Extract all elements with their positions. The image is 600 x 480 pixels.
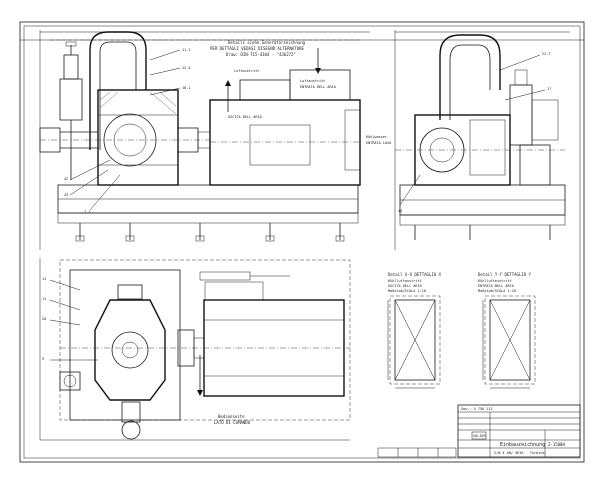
title-block-title: Einbauzeichnung xyxy=(500,442,545,448)
detail-x-scale: Maßstab/SCALA 1:10 xyxy=(388,289,426,293)
title-block: Gew.: 4 756 112 SULZER Einbauzeichnung Z… xyxy=(457,404,581,458)
note-line-2: PER DETTAGLI VEDASI DISEGNO ALTERNATORE xyxy=(210,46,305,51)
title-block-number: Gew.: 4 756 112 xyxy=(461,407,493,411)
svg-text:9: 9 xyxy=(42,357,44,361)
title-block-company: SULZER xyxy=(473,434,487,438)
end-elevation-view: 22.7 17 44 xyxy=(394,30,570,250)
note-line-1: Details siehe Generatorzeichnung xyxy=(228,40,306,45)
svg-text:44: 44 xyxy=(398,209,402,213)
label-cooling-water-it: ENTRATA LAVA xyxy=(366,141,392,145)
side-elevation-view: 11.2 12.4 18.1 42 43 7.1 Details siehe G… xyxy=(39,30,392,250)
label-air-inlet-de: Luftaustritt xyxy=(300,79,325,83)
detail-x-sub2: USCITA DELL ARIA xyxy=(388,284,423,288)
air-inlet-arrow xyxy=(315,48,321,74)
plan-view: 13 11 20 9 Bedienseite LATO DI COMANDO xyxy=(39,258,351,441)
svg-text:7.1: 7.1 xyxy=(84,210,90,214)
svg-text:43: 43 xyxy=(64,193,68,197)
casing-hatching xyxy=(99,91,177,115)
svg-text:42: 42 xyxy=(64,177,68,181)
callout-leaders-left xyxy=(69,49,181,211)
detail-y-view: Detail Y-Y DETTAGLIO Y Kühllufteintritt … xyxy=(478,272,536,389)
title-block-footnote: S/N 4 AN/ 9616 - Turbine xyxy=(494,451,545,455)
detail-x-sub1: Kühlluftaustritt xyxy=(388,279,422,283)
revision-strip xyxy=(377,447,457,458)
svg-text:11: 11 xyxy=(42,297,46,301)
svg-text:22.7: 22.7 xyxy=(542,52,550,56)
note-line-3: Draw: DIN-715-4104 - "436272" xyxy=(226,52,296,57)
svg-text:17: 17 xyxy=(547,87,551,91)
label-air-inlet-it: ENTRATA DELL ARIA xyxy=(300,85,337,89)
svg-text:18.1: 18.1 xyxy=(182,86,190,90)
air-outlet-arrow xyxy=(225,80,231,112)
svg-text:13: 13 xyxy=(42,277,46,281)
detail-y-sub1: Kühllufteintritt xyxy=(478,279,512,283)
label-operating-side-it: LATO DI COMANDO xyxy=(214,420,251,425)
detail-y-sub2: ENTRATA DELL ARIA xyxy=(478,284,515,288)
svg-text:20: 20 xyxy=(42,317,46,321)
foundation-bolts xyxy=(75,223,345,242)
svg-text:12.4: 12.4 xyxy=(182,66,190,70)
svg-text:11.2: 11.2 xyxy=(182,48,190,52)
detail-x-title: Detail X-X DETTAGLIO X xyxy=(388,272,442,277)
label-air-outlet-it: USCITA DELL ARIA xyxy=(228,115,263,119)
detail-y-scale: Maßstab/SCALA 1:10 xyxy=(478,289,516,293)
label-cooling-water-de: Kühlwasser xyxy=(366,135,387,139)
title-block-code: Z-1580H xyxy=(548,442,565,447)
detail-y-title: Detail Y-Y DETTAGLIO Y xyxy=(478,272,532,277)
label-operating-side-de: Bedienseite xyxy=(218,414,245,419)
label-air-outlet-de: Luftaustritt xyxy=(234,69,259,73)
detail-x-view: Detail X-X DETTAGLIO X Kühlluftaustritt … xyxy=(387,272,442,389)
